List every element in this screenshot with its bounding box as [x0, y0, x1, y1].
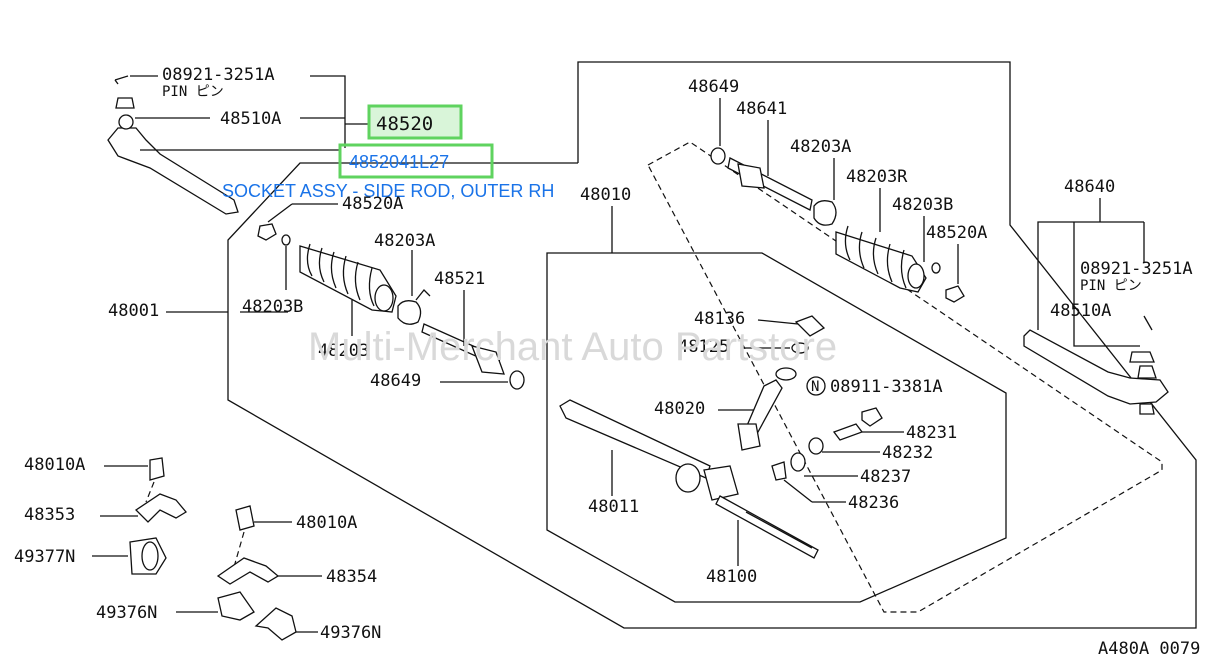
watermark: Multi-Merchant Auto Partstore	[308, 325, 837, 369]
label-49377N: 49377N	[14, 547, 75, 567]
label-48010A-left: 48010A	[24, 455, 85, 475]
diagram-code: A480A 0079	[1098, 639, 1200, 659]
label-48203R: 48203R	[846, 167, 908, 187]
label-48001: 48001	[108, 301, 159, 321]
nut-08911	[861, 407, 883, 427]
clamp-left	[397, 300, 422, 325]
label-48203B-top: 48203B	[892, 195, 953, 215]
label-48354: 48354	[326, 567, 377, 587]
label-48510A-top: 48510A	[220, 109, 281, 129]
washer-right	[710, 147, 726, 165]
clamp-right	[813, 200, 837, 226]
label-08921-3251A-right: 08921-3251A	[1080, 259, 1193, 279]
label-48520A-left: 48520A	[342, 194, 403, 214]
label-48649-top: 48649	[688, 77, 739, 97]
rack-tube-48011	[559, 399, 739, 501]
label-48237: 48237	[860, 467, 911, 487]
label-48203B-left: 48203B	[242, 297, 303, 317]
label-48203A-top: 48203A	[790, 137, 851, 157]
label-48236: 48236	[848, 493, 899, 513]
rack-housing-frame	[546, 252, 1007, 603]
label-48100: 48100	[706, 567, 757, 587]
bolt-48010A-left	[149, 457, 165, 481]
label-48520A-right: 48520A	[926, 223, 987, 243]
inner-tie-rod-right	[727, 157, 813, 211]
part-seal-48125	[775, 367, 797, 381]
highlight-4852041L27-text[interactable]: 4852041L27	[349, 152, 449, 172]
highlight-4852041L27-box[interactable]	[338, 143, 494, 179]
label-48203A-mid: 48203A	[374, 231, 435, 251]
part-48136	[794, 315, 826, 337]
label-48203: 48203	[318, 341, 369, 361]
dashed-gear-frame	[647, 141, 1163, 613]
label-49376N-a: 49376N	[96, 603, 157, 623]
boot-right	[835, 225, 927, 293]
bush-49377N	[129, 537, 167, 575]
inner-tie-rod-left	[421, 323, 525, 390]
highlight-48520-text[interactable]: 48520	[376, 113, 433, 135]
boot-left	[299, 243, 397, 313]
label-48510A-right: 48510A	[1050, 301, 1111, 321]
label-48231: 48231	[906, 423, 957, 443]
label-48640: 48640	[1064, 177, 1115, 197]
label-pin-top: PIN ピン	[162, 84, 224, 100]
pinion-48020	[737, 379, 783, 451]
label-48136: 48136	[694, 309, 745, 329]
bolt-48010A-mid	[235, 505, 255, 531]
label-48125: 48125	[678, 337, 729, 357]
label-48641: 48641	[736, 99, 787, 119]
label-48649-mid: 48649	[370, 371, 421, 391]
bracket-48353	[134, 493, 187, 523]
part-48125	[791, 342, 809, 354]
label-08921-3251A-top: 08921-3251A	[162, 65, 275, 85]
bush-49376N-b	[254, 607, 297, 641]
part-description: SOCKET ASSY - SIDE ROD, OUTER RH	[222, 181, 554, 201]
label-48010A-mid: 48010A	[296, 513, 357, 533]
label-48011: 48011	[588, 497, 639, 517]
highlight-48520-box[interactable]	[367, 104, 463, 140]
label-48521: 48521	[434, 269, 485, 289]
label-49376N-b: 49376N	[320, 623, 381, 643]
label-48353: 48353	[24, 505, 75, 525]
adjust-parts	[771, 423, 864, 481]
outer-assembly-frame	[227, 61, 1197, 629]
n-badge	[806, 376, 826, 396]
nut-left	[257, 223, 277, 241]
label-48020: 48020	[654, 399, 705, 419]
label-48010: 48010	[580, 185, 631, 205]
label-n: N	[811, 379, 819, 395]
label-08911-3381A: 08911-3381A	[830, 377, 943, 397]
label-pin-right: PIN ピン	[1080, 278, 1142, 294]
rack-bar-48100	[715, 495, 819, 559]
label-48232: 48232	[882, 443, 933, 463]
bush-49376N-a	[217, 591, 255, 621]
nut-right	[945, 285, 965, 303]
outer-tie-rod-end-right	[1023, 329, 1169, 415]
bracket-48354	[216, 557, 280, 585]
